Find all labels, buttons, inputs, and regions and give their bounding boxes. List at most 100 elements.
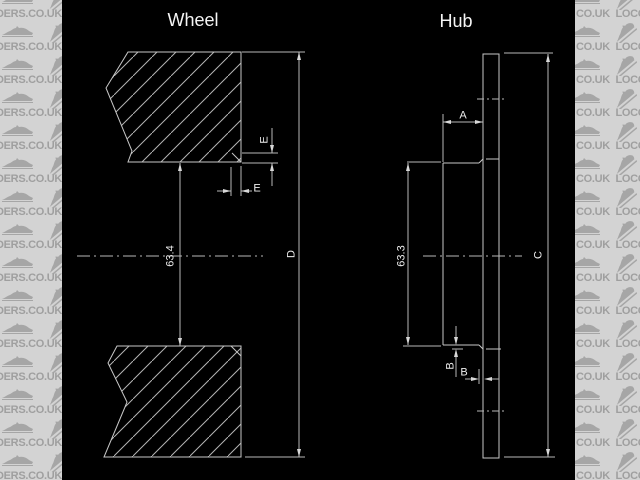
watermark-text: CO.UK LOCOST <box>576 470 640 480</box>
watermark-tile: DERS.CO.UK LO <box>0 219 62 252</box>
car-logo-icon <box>575 26 600 37</box>
watermark-tile: DERS.CO.UK LO <box>0 153 62 186</box>
watermark-tile: DERS.CO.UK LO <box>0 87 62 120</box>
car-logo-angled-icon <box>616 287 637 307</box>
dim-label-rim-lip-width: E <box>253 182 261 195</box>
wheel-lower-rim <box>103 345 242 458</box>
car-logo-icon <box>2 257 33 268</box>
watermark-text: DERS.CO.UK LO <box>0 371 62 383</box>
dim-label-wheel-diameter: D <box>285 250 298 258</box>
watermark-text: DERS.CO.UK LO <box>0 437 62 449</box>
dim-label-hub-diameter: C <box>532 251 545 259</box>
dim-label-rim-lip-height: E <box>258 136 271 144</box>
wheel-section <box>103 51 242 458</box>
watermark-text: CO.UK LOCOST <box>576 173 640 185</box>
car-logo-angled-icon <box>49 155 62 175</box>
watermark-tile: DERS.CO.UK LO <box>0 417 62 450</box>
dimension-arrowheads <box>178 52 550 457</box>
watermark-tiles-right: CO.UK LOCOST CO.UK LOCOST <box>575 0 640 480</box>
car-logo-icon <box>575 356 600 367</box>
car-logo-icon <box>2 0 33 4</box>
watermark-text: DERS.CO.UK LO <box>0 272 62 284</box>
watermark-text: DERS.CO.UK LO <box>0 239 62 251</box>
car-logo-icon <box>575 92 600 103</box>
wheel-upper-bead-chamfer <box>231 152 242 163</box>
watermark-tiles-left: DERS.CO.UK LO DERS.CO.UK LO <box>0 0 62 480</box>
watermark-text: CO.UK LOCOST <box>576 272 640 284</box>
car-logo-icon <box>2 455 33 466</box>
car-logo-icon <box>2 26 33 37</box>
watermark-tile: CO.UK LOCOST <box>575 0 640 21</box>
car-logo-angled-icon <box>616 353 637 373</box>
car-logo-icon <box>2 356 33 367</box>
car-logo-angled-icon <box>49 221 62 241</box>
car-logo-icon <box>575 59 600 70</box>
car-logo-angled-icon <box>616 188 637 208</box>
car-logo-icon <box>575 0 600 4</box>
watermark-tile: DERS.CO.UK LO <box>0 351 62 384</box>
car-logo-angled-icon <box>49 452 62 472</box>
watermark-tile: DERS.CO.UK LO <box>0 186 62 219</box>
car-logo-icon <box>2 92 33 103</box>
watermark-tile: CO.UK LOCOST <box>575 219 640 252</box>
car-logo-angled-icon <box>49 122 62 142</box>
car-logo-icon <box>2 125 33 136</box>
car-logo-angled-icon <box>616 0 637 10</box>
watermark-text: CO.UK LOCOST <box>576 8 640 20</box>
watermark-tile: CO.UK LOCOST <box>575 54 640 87</box>
dim-label-hub-lip-height: B <box>444 362 457 370</box>
car-logo-icon <box>2 290 33 301</box>
watermark-text: CO.UK LOCOST <box>576 239 640 251</box>
watermark-tile: CO.UK LOCOST <box>575 186 640 219</box>
car-logo-angled-icon <box>49 287 62 307</box>
watermark-tile: DERS.CO.UK LO <box>0 285 62 318</box>
dim-label-hub-flange-depth: A <box>459 109 467 122</box>
car-logo-angled-icon <box>616 155 637 175</box>
car-logo-icon <box>2 323 33 334</box>
car-logo-angled-icon <box>616 89 637 109</box>
watermark-text: CO.UK LOCOST <box>576 305 640 317</box>
watermark-tile: CO.UK LOCOST <box>575 285 640 318</box>
watermark-strip-right: CO.UK LOCOST CO.UK LOCOST <box>575 0 640 480</box>
watermark-text: CO.UK LOCOST <box>576 206 640 218</box>
dim-label-hub-bore: 63.3 <box>395 245 408 267</box>
watermark-tile: CO.UK LOCOST <box>575 21 640 54</box>
watermark-text: DERS.CO.UK LO <box>0 338 62 350</box>
dim-label-hub-lip-width: B <box>460 366 468 379</box>
car-logo-angled-icon <box>49 386 62 406</box>
car-logo-angled-icon <box>49 0 62 10</box>
hub-centerlines <box>423 98 522 412</box>
watermark-tile: CO.UK LOCOST <box>575 417 640 450</box>
car-logo-angled-icon <box>49 254 62 274</box>
watermark-tile: CO.UK LOCOST <box>575 351 640 384</box>
car-logo-icon <box>2 224 33 235</box>
watermark-tile: DERS.CO.UK LO <box>0 450 62 480</box>
car-logo-angled-icon <box>616 122 637 142</box>
watermark-text: DERS.CO.UK LO <box>0 470 62 480</box>
watermark-tile: DERS.CO.UK LO <box>0 318 62 351</box>
watermark-tile: CO.UK LOCOST <box>575 318 640 351</box>
car-logo-angled-icon <box>616 386 637 406</box>
car-logo-icon <box>2 158 33 169</box>
car-logo-angled-icon <box>616 452 637 472</box>
car-logo-icon <box>2 422 33 433</box>
watermark-text: CO.UK LOCOST <box>576 41 640 53</box>
watermark-tile: CO.UK LOCOST <box>575 252 640 285</box>
car-logo-icon <box>575 323 600 334</box>
watermark-tile: CO.UK LOCOST <box>575 384 640 417</box>
wheel-view-title: Wheel <box>167 10 219 30</box>
car-logo-icon <box>575 422 600 433</box>
car-logo-angled-icon <box>616 23 637 43</box>
car-logo-icon <box>2 389 33 400</box>
car-logo-icon <box>575 125 600 136</box>
watermark-tile: DERS.CO.UK LO <box>0 120 62 153</box>
car-logo-icon <box>575 224 600 235</box>
car-logo-angled-icon <box>49 23 62 43</box>
car-logo-icon <box>575 389 600 400</box>
hub-view-title: Hub <box>439 11 473 31</box>
car-logo-icon <box>2 191 33 202</box>
car-logo-icon <box>575 257 600 268</box>
watermark-text: CO.UK LOCOST <box>576 371 640 383</box>
